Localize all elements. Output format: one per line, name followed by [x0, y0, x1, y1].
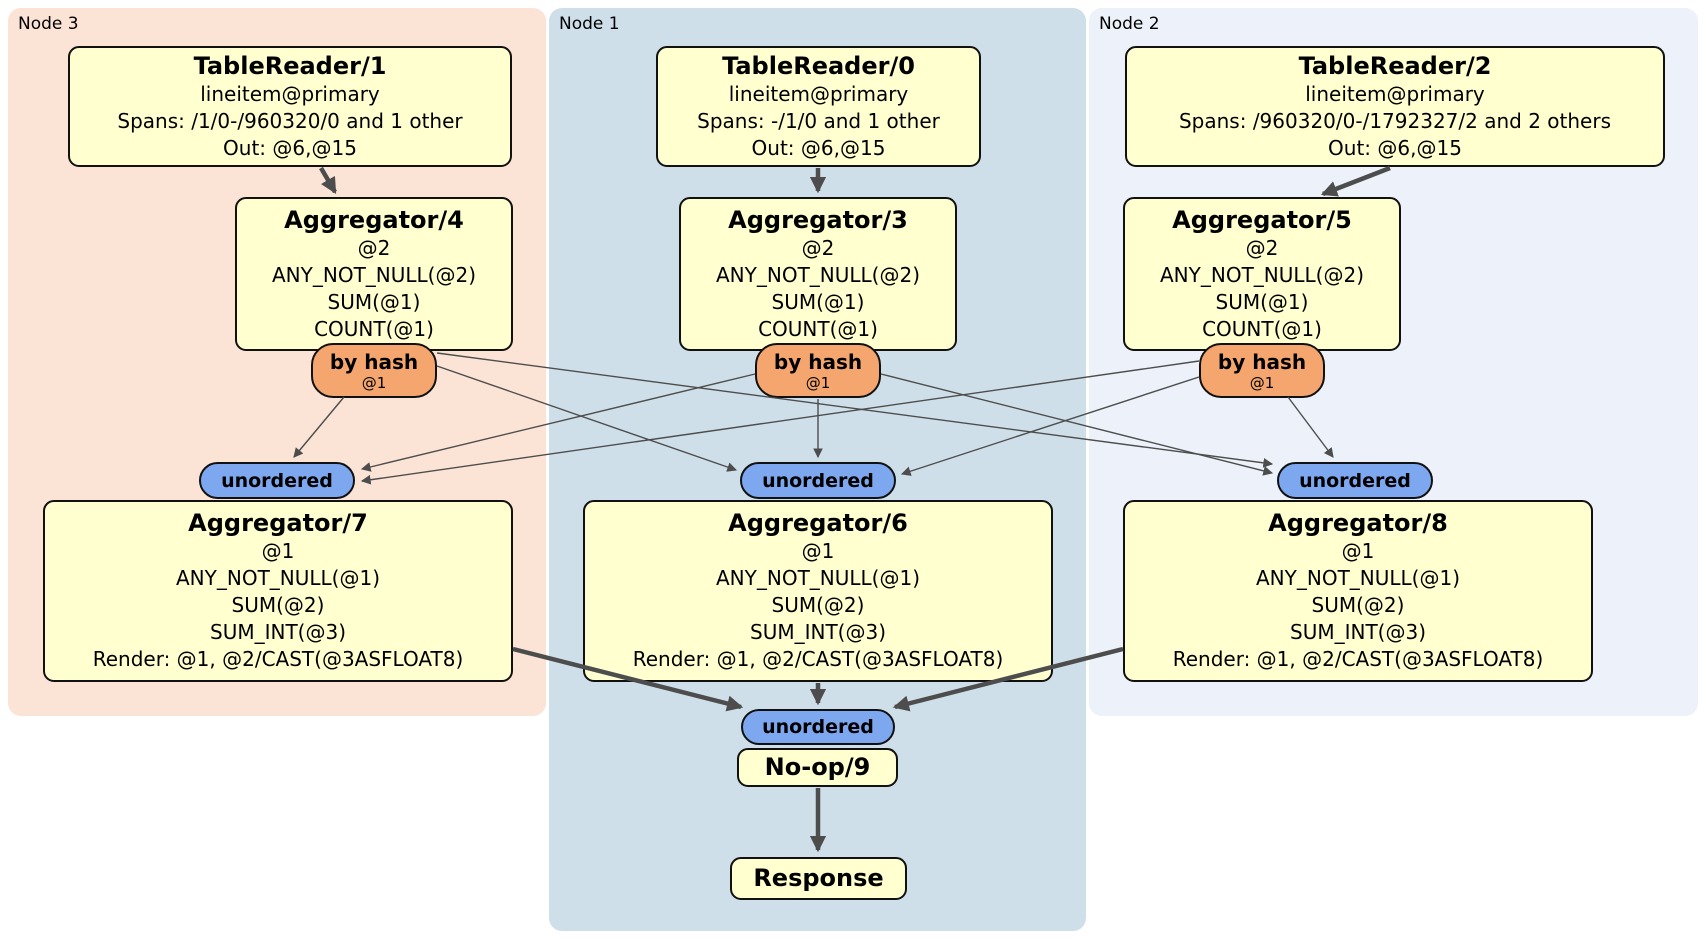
- processor-line: @1: [801, 539, 835, 563]
- aggregator-6-box: Aggregator/6 @1 ANY_NOT_NULL(@1) SUM(@2)…: [583, 500, 1053, 682]
- processor-title: TableReader/2: [1298, 51, 1492, 80]
- processor-line: SUM(@2): [771, 593, 865, 617]
- processor-line: @2: [357, 235, 391, 260]
- processor-line: SUM_INT(@3): [210, 620, 346, 644]
- aggregator-4-box: Aggregator/4 @2 ANY_NOT_NULL(@2) SUM(@1)…: [235, 197, 513, 351]
- processor-title: Aggregator/3: [728, 205, 908, 234]
- aggregator-3-box: Aggregator/3 @2 ANY_NOT_NULL(@2) SUM(@1)…: [679, 197, 957, 351]
- processor-line: ANY_NOT_NULL(@1): [716, 566, 920, 590]
- aggregator-5-box: Aggregator/5 @2 ANY_NOT_NULL(@2) SUM(@1)…: [1123, 197, 1401, 351]
- processor-line: ANY_NOT_NULL(@1): [1256, 566, 1460, 590]
- hash-router-label: by hash: [329, 349, 419, 374]
- processor-line: lineitem@primary: [200, 81, 380, 106]
- processor-line: Render: @1, @2/CAST(@3ASFLOAT8): [92, 647, 464, 671]
- processor-line: Out: @6,@15: [1328, 135, 1462, 160]
- processor-line: Out: @6,@15: [751, 135, 886, 160]
- processor-line: @2: [1245, 235, 1279, 260]
- noop-9-box: No-op/9: [737, 748, 898, 787]
- region-node1-label: Node 1: [559, 14, 620, 34]
- processor-title: Aggregator/6: [728, 509, 908, 537]
- unordered-sync-node3: unordered: [199, 462, 355, 499]
- hash-router-detail: @1: [361, 373, 387, 392]
- processor-line: @1: [261, 539, 295, 563]
- tablereader-1-box: TableReader/1 lineitem@primary Spans: /1…: [68, 46, 512, 167]
- hash-router-node1: by hash @1: [755, 343, 881, 398]
- unordered-sync-label: unordered: [762, 469, 874, 492]
- tablereader-2-box: TableReader/2 lineitem@primary Spans: /9…: [1125, 46, 1665, 167]
- processor-title: Response: [753, 864, 884, 892]
- processor-line: @1: [1341, 539, 1375, 563]
- hash-router-label: by hash: [773, 349, 863, 374]
- unordered-sync-node2: unordered: [1277, 462, 1433, 499]
- processor-line: SUM_INT(@3): [750, 620, 886, 644]
- processor-title: Aggregator/7: [188, 509, 368, 537]
- processor-line: COUNT(@1): [758, 316, 878, 341]
- response-box: Response: [730, 857, 907, 900]
- processor-title: Aggregator/4: [284, 205, 464, 234]
- processor-line: @2: [801, 235, 835, 260]
- processor-line: ANY_NOT_NULL(@2): [716, 262, 920, 287]
- processor-line: Render: @1, @2/CAST(@3ASFLOAT8): [632, 647, 1004, 671]
- processor-line: SUM(@2): [1311, 593, 1405, 617]
- hash-router-node2: by hash @1: [1199, 343, 1325, 398]
- processor-title: No-op/9: [764, 753, 871, 781]
- aggregator-7-box: Aggregator/7 @1 ANY_NOT_NULL(@1) SUM(@2)…: [43, 500, 513, 682]
- processor-line: ANY_NOT_NULL(@2): [272, 262, 476, 287]
- processor-line: SUM_INT(@3): [1290, 620, 1426, 644]
- processor-line: Spans: /1/0-/960320/0 and 1 other: [117, 108, 463, 133]
- processor-line: lineitem@primary: [728, 81, 909, 106]
- aggregator-8-box: Aggregator/8 @1 ANY_NOT_NULL(@1) SUM(@2)…: [1123, 500, 1593, 682]
- unordered-sync-node1: unordered: [740, 462, 896, 499]
- region-node3-label: Node 3: [18, 14, 79, 34]
- unordered-sync-final: unordered: [741, 709, 895, 745]
- processor-line: COUNT(@1): [314, 316, 434, 341]
- processor-line: SUM(@1): [1215, 289, 1309, 314]
- processor-title: TableReader/1: [193, 51, 387, 80]
- processor-line: ANY_NOT_NULL(@2): [1160, 262, 1364, 287]
- unordered-sync-label: unordered: [762, 716, 874, 738]
- processor-line: ANY_NOT_NULL(@1): [176, 566, 380, 590]
- unordered-sync-label: unordered: [221, 469, 333, 492]
- processor-title: Aggregator/5: [1172, 205, 1352, 234]
- unordered-sync-label: unordered: [1299, 469, 1411, 492]
- processor-line: Spans: /960320/0-/1792327/2 and 2 others: [1178, 108, 1611, 133]
- processor-title: TableReader/0: [722, 51, 915, 80]
- processor-line: lineitem@primary: [1305, 81, 1485, 106]
- hash-router-label: by hash: [1217, 349, 1307, 374]
- processor-line: Render: @1, @2/CAST(@3ASFLOAT8): [1172, 647, 1544, 671]
- processor-line: SUM(@1): [327, 289, 421, 314]
- tablereader-0-box: TableReader/0 lineitem@primary Spans: -/…: [656, 46, 981, 167]
- hash-router-detail: @1: [805, 373, 831, 392]
- processor-title: Aggregator/8: [1268, 509, 1448, 537]
- processor-line: SUM(@2): [231, 593, 325, 617]
- processor-line: Out: @6,@15: [223, 135, 357, 160]
- processor-line: COUNT(@1): [1202, 316, 1322, 341]
- processor-line: Spans: -/1/0 and 1 other: [697, 108, 940, 133]
- hash-router-node3: by hash @1: [311, 343, 437, 398]
- processor-line: SUM(@1): [771, 289, 865, 314]
- region-node2-label: Node 2: [1099, 14, 1160, 34]
- hash-router-detail: @1: [1249, 373, 1275, 392]
